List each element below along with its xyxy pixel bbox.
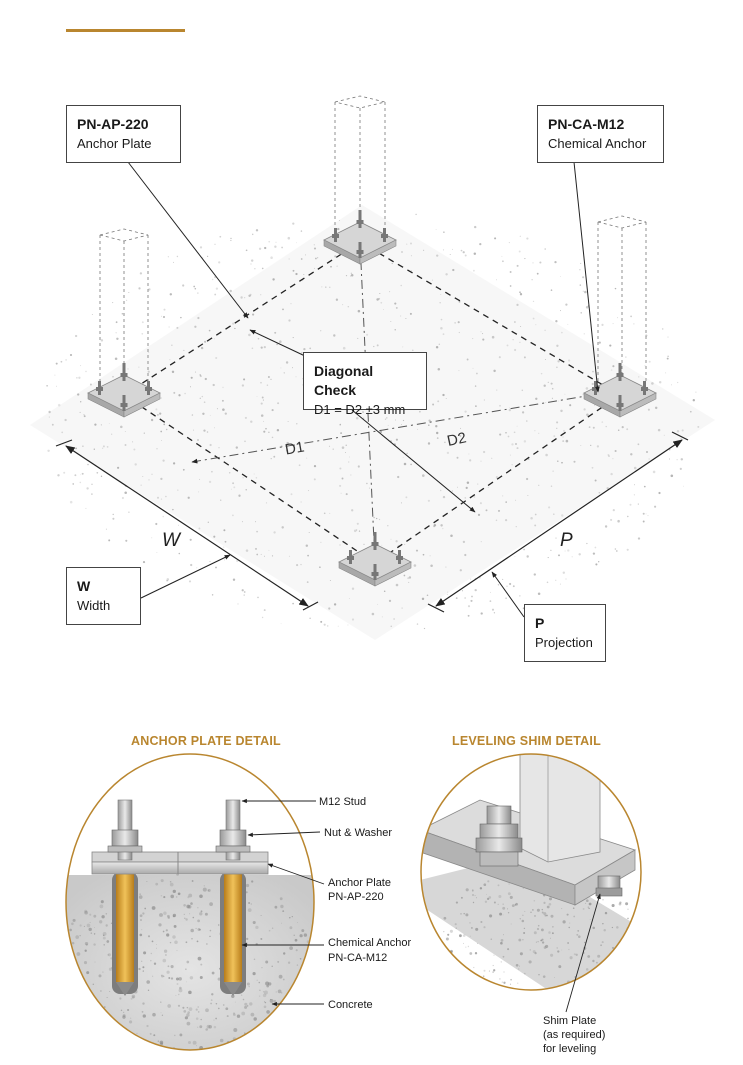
label-anchor-plate: Anchor Plate [328, 877, 391, 889]
w-dimension-label: W [162, 530, 182, 551]
callout-projection: P Projection [524, 604, 606, 662]
accent-bar [66, 29, 185, 32]
label-anchor-plate-code: PN-AP-220 [328, 891, 384, 903]
callout-width: W Width [66, 567, 141, 625]
leveling-shim-detail: Shim Plate (as required) for leveling [420, 753, 642, 1055]
label-shim-leveling: for leveling [543, 1043, 596, 1055]
anchor-plate-detail-title: ANCHOR PLATE DETAIL [131, 734, 281, 748]
leveling-shim-detail-title: LEVELING SHIM DETAIL [452, 734, 601, 748]
chemical-anchor-desc: Chemical Anchor [548, 136, 647, 151]
dimension-w [55, 439, 319, 611]
label-nut-washer: Nut & Washer [324, 827, 392, 839]
anchor-plate-code: PN-AP-220 [77, 116, 149, 132]
diagonal-check-tolerance: D1 = D2 ±3 mm [314, 402, 406, 417]
anchor-plate-detail: M12 Stud Nut & Washer Anchor Plate PN-AP… [65, 753, 411, 1051]
anchor-plate-desc: Anchor Plate [77, 136, 152, 151]
label-concrete: Concrete [328, 999, 373, 1011]
projection-code: P [535, 615, 545, 631]
diagonal-check-title: Diagonal Check [314, 363, 374, 398]
callout-anchor-plate: PN-AP-220 Anchor Plate [66, 105, 181, 163]
dimension-p [427, 431, 689, 613]
callout-leaders [127, 161, 600, 618]
p-dimension-label: P [560, 530, 573, 551]
projection-desc: Projection [535, 635, 593, 650]
d1-label: D1 [284, 439, 306, 459]
callout-diagonal-check: Diagonal Check D1 = D2 ±3 mm [303, 352, 427, 417]
label-shim-plate: Shim Plate [543, 1015, 596, 1027]
label-chemical-anchor-code: PN-CA-M12 [328, 952, 387, 964]
width-code: W [77, 578, 91, 594]
callout-chemical-anchor: PN-CA-M12 Chemical Anchor [537, 105, 664, 163]
label-m12-stud: M12 Stud [319, 796, 366, 808]
chemical-anchor-code: PN-CA-M12 [548, 116, 625, 132]
width-desc: Width [77, 598, 111, 613]
label-shim-required: (as required) [543, 1029, 605, 1041]
label-chemical-anchor: Chemical Anchor [328, 937, 411, 949]
